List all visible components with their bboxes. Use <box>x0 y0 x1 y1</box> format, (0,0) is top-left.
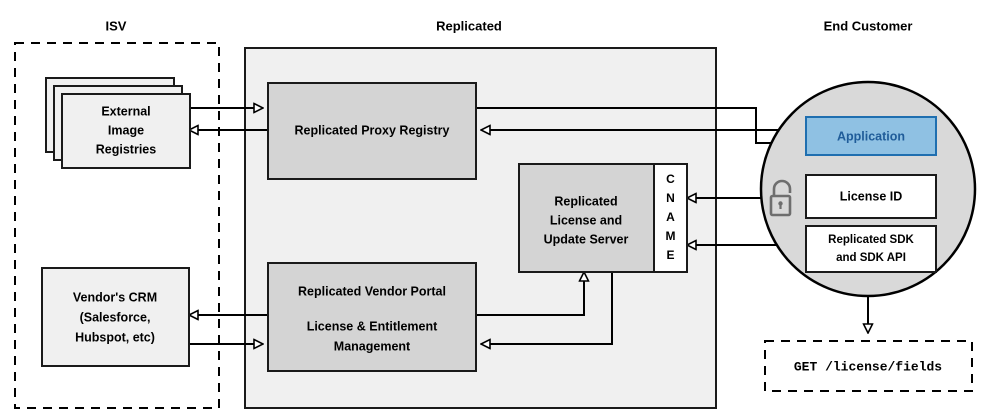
api-call-label: GET /license/fields <box>794 359 942 374</box>
vendors-crm[interactable] <box>41 267 190 367</box>
cname-letter-m: M <box>666 229 676 243</box>
replicated-proxy-registry-label: Replicated Proxy Registry <box>295 123 450 137</box>
vendor-portal-label-3: Management <box>334 339 411 353</box>
vendors-crm-label-2: (Salesforce, <box>80 310 151 324</box>
license-id[interactable] <box>805 174 937 219</box>
replicated-sdk-label-2: and SDK API <box>836 252 906 264</box>
isv-section-title: ISV <box>106 18 127 33</box>
application-label: Application <box>837 129 905 143</box>
license-server-label-2: License and <box>550 213 622 227</box>
license-id-label: License ID <box>840 189 903 203</box>
replicated-sdk-label-1: Replicated SDK <box>828 234 914 246</box>
cname-letter-n: N <box>666 191 675 205</box>
cname-letter-c: C <box>666 172 675 186</box>
replicated-sdk[interactable] <box>805 225 937 273</box>
end-customer-section-title: End Customer <box>824 18 913 33</box>
license-server-label-1: Replicated <box>554 194 617 208</box>
application[interactable] <box>805 116 937 156</box>
replicated-vendor-portal[interactable] <box>267 262 477 372</box>
connector-vendorportal-to-licenseserver <box>476 272 584 316</box>
vendor-portal-label-1: Replicated Vendor Portal <box>298 284 446 298</box>
replicated-section-title: Replicated <box>436 18 502 33</box>
cname-letter-e: E <box>666 248 674 262</box>
external-image-registries[interactable] <box>61 93 191 169</box>
cname-badge[interactable] <box>653 163 688 273</box>
vendors-crm-label-3: Hubspot, etc) <box>75 330 155 344</box>
external-image-registries-label-3: Registries <box>96 142 156 156</box>
external-image-registries-label-1: External <box>101 104 150 118</box>
cname-letter-a: A <box>666 210 675 224</box>
connector-licenseserver-to-vendorportal <box>481 272 613 344</box>
replicated-license-and-update-server[interactable] <box>518 163 655 273</box>
vendors-crm-label-1: Vendor's CRM <box>73 290 157 304</box>
vendor-portal-label-2: License & Entitlement <box>307 319 438 333</box>
external-image-registries-label-2: Image <box>108 123 144 137</box>
isv-group-boundary <box>14 42 220 409</box>
api-call-boundary <box>764 340 973 392</box>
license-server-label-3: Update Server <box>544 232 629 246</box>
replicated-proxy-registry[interactable] <box>267 82 477 180</box>
unlock-icon <box>769 179 792 217</box>
